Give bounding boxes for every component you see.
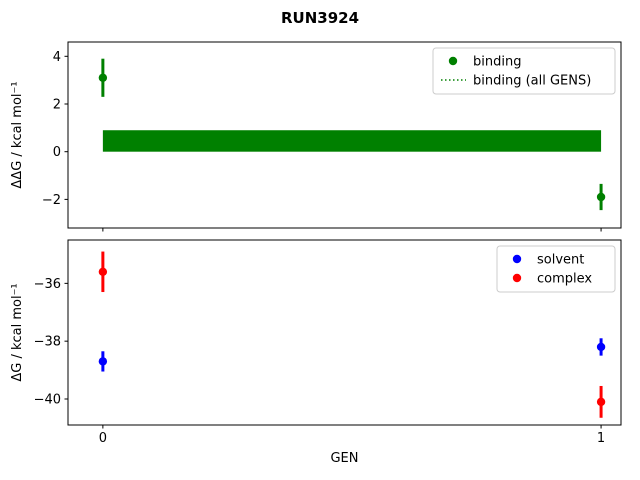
- y-tick-label: 0: [53, 145, 61, 160]
- legend-item-solvent: solvent: [512, 253, 584, 268]
- y-tick-label: −40: [34, 392, 61, 407]
- legend-label: complex: [537, 272, 592, 287]
- axes-spines: [67, 41, 622, 229]
- legend-item-binding: binding: [448, 55, 521, 70]
- legend: binding binding (all GENS): [432, 47, 616, 95]
- x-tick-label: 1: [597, 431, 605, 446]
- subplot-0: 4 2 0 −2 ΔΔG / kcal mol⁻¹ binding binding (all…: [10, 41, 622, 232]
- y-tick-label: 2: [53, 98, 61, 113]
- y-tick-label: −36: [34, 277, 61, 292]
- point-solvent: [98, 357, 108, 366]
- y-tick-label: −2: [42, 193, 61, 208]
- legend: solvent complex: [496, 245, 616, 293]
- point-complex: [596, 397, 606, 407]
- x-axis-label: GEN: [330, 451, 359, 466]
- legend-box: [496, 245, 616, 293]
- y-tick-label: −38: [34, 335, 61, 350]
- legend-marker-icon: [448, 56, 458, 66]
- axes-spines: [67, 239, 622, 426]
- point-binding: [98, 73, 108, 82]
- y-axis-label: ΔG / kcal mol⁻¹: [10, 283, 25, 381]
- point-solvent: [596, 342, 606, 352]
- legend-label: binding (all GENS): [473, 74, 591, 89]
- y-tick-label: 4: [53, 50, 61, 65]
- figure-title: RUN3924: [280, 9, 360, 27]
- point-binding: [596, 192, 606, 202]
- band-binding-all-gens: [102, 130, 602, 152]
- x-tick-label: 0: [99, 431, 107, 446]
- y-axis-label: ΔΔG / kcal mol⁻¹: [10, 81, 25, 188]
- subplot-1: −36 −38 −40 0 1 ΔG / kcal mol⁻¹ solvent complex: [10, 239, 622, 446]
- legend-box: [432, 47, 616, 95]
- point-complex: [98, 267, 108, 276]
- legend-label: binding: [473, 55, 521, 70]
- legend-marker-icon: [512, 273, 522, 283]
- legend-label: solvent: [537, 253, 584, 268]
- legend-marker-icon: [512, 254, 522, 264]
- legend-item-binding-all-gens-: binding (all GENS): [441, 74, 591, 89]
- legend-item-complex: complex: [512, 272, 592, 287]
